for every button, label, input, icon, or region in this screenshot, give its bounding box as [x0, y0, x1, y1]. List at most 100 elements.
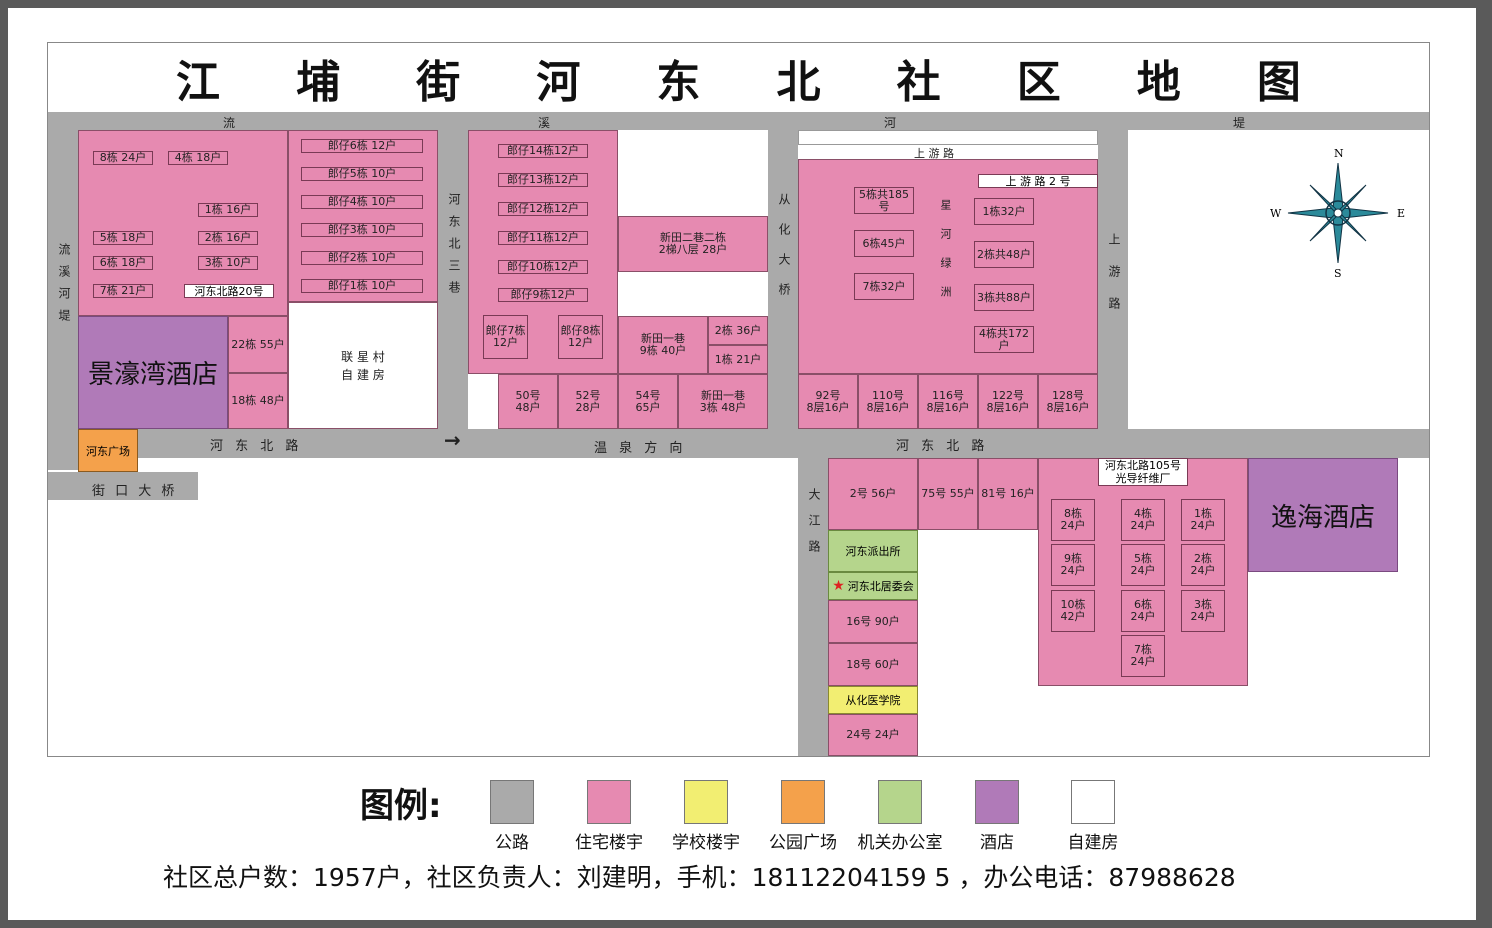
legend-label: 公园广场 [769, 833, 837, 853]
residential-18-label: 18号 60户 [846, 657, 900, 671]
label-wenquan: 温 泉 方 向 [594, 441, 683, 456]
road-liuxi-left [48, 130, 78, 470]
residential-16 [828, 600, 918, 643]
residential-block-langzai-b [468, 130, 618, 374]
building: 郎仔8栋 12户 [558, 315, 603, 359]
compass-e: E [1397, 207, 1405, 220]
building: 7栋 21户 [93, 284, 153, 298]
building: 6栋45户 [854, 230, 914, 257]
compass-n: N [1334, 147, 1344, 160]
building: 郎仔1栋 10户 [301, 279, 423, 293]
legend-swatch-self-built [1071, 780, 1115, 824]
building: 6栋 24户 [1121, 590, 1165, 632]
residential-116-label: 116号 8层16户 [926, 388, 970, 414]
building: 郎仔4栋 10户 [301, 195, 423, 209]
residential-block-langzai-a [288, 130, 438, 302]
residential-24 [828, 714, 918, 756]
road-shangyou-right [1098, 130, 1128, 430]
road-hedong-san [438, 130, 468, 430]
residential-52-label: 52号 28户 [575, 388, 601, 414]
self-built-lianxing [288, 302, 438, 429]
legend-label: 学校楼宇 [672, 833, 740, 853]
building-x2 [708, 316, 768, 345]
building: 郎仔14栋12户 [498, 144, 588, 158]
building: 5栋 18户 [93, 231, 153, 245]
xintian2-label: 新田二巷二栋 2梯八层 28户 [658, 231, 728, 256]
residential-54-label: 54号 65户 [635, 388, 661, 414]
label-xi: 溪 [538, 116, 551, 130]
building-22 [228, 316, 288, 373]
building: 1栋 16户 [198, 203, 258, 217]
label-hedong-san: 河东北三巷 [447, 193, 461, 303]
legend-label: 酒店 [980, 833, 1014, 853]
star-icon: ★ [832, 578, 845, 594]
residential-52 [558, 374, 618, 429]
building: 10栋 42户 [1051, 590, 1095, 632]
committee-label: 河东北居委会 [847, 580, 914, 593]
residential-24-label: 24号 24户 [846, 728, 900, 741]
building: 3栋共88户 [974, 284, 1034, 311]
legend-label: 住宅楼宇 [575, 833, 643, 853]
road-shangyou-top [798, 130, 1098, 145]
residents-committee: ★ 河东北居委会 [828, 572, 918, 600]
legend-label: 机关办公室 [857, 833, 943, 853]
residential-128 [1038, 374, 1098, 429]
building: 3栋 10户 [198, 256, 258, 270]
police-station: 河东派出所 [828, 530, 918, 572]
building: 郎仔2栋 10户 [301, 251, 423, 265]
legend-swatch-park [781, 780, 825, 824]
residential-110 [858, 374, 918, 429]
building: 1栋 24户 [1181, 499, 1225, 541]
building: 郎仔3栋 10户 [301, 223, 423, 237]
residential-xintian1b-label: 新田一巷 3栋 48户 [699, 388, 747, 414]
residential-xintian2 [618, 216, 768, 272]
label-liu: 流 [223, 116, 236, 130]
building: 郎仔5栋 10户 [301, 167, 423, 181]
residential-75-label: 75号 55户 [921, 487, 975, 500]
residential-75 [918, 458, 978, 530]
building: 4栋 18户 [168, 151, 228, 165]
residential-xinghe [798, 159, 1098, 374]
building: 郎仔11栋12户 [498, 231, 588, 245]
residential-50 [498, 374, 558, 429]
building: 7栋 24户 [1121, 635, 1165, 677]
road-top-river [48, 112, 1429, 130]
building: 4栋 24户 [1121, 499, 1165, 541]
road-dajiang [798, 458, 828, 756]
community-map: 江埔街河东北社区地图 流 溪 河 堤 流溪河堤 河东北三巷 从化大桥 上游路 上… [47, 42, 1430, 757]
building: 郎仔7栋 12户 [483, 315, 528, 359]
building: 8栋 24户 [93, 151, 153, 165]
building: 7栋32户 [854, 273, 914, 300]
xinghe-name: 星河绿洲 [939, 199, 952, 315]
label-hedongbei-right: 河 东 北 路 [896, 439, 985, 454]
residential-92 [798, 374, 858, 429]
label-dajiang: 大江路 [807, 488, 821, 566]
building: 4栋共172户 [974, 326, 1034, 353]
compass-s: S [1334, 267, 1342, 280]
residential-18 [828, 643, 918, 686]
road-jiekou-bridge [48, 472, 198, 500]
residential-81 [978, 458, 1038, 530]
label-shangyou-right: 上游路 [1107, 233, 1121, 329]
residential-122-label: 122号 8层16户 [986, 388, 1030, 414]
label-jiekou-bridge: 街 口 大 桥 [92, 484, 175, 499]
building: 3栋 24户 [1181, 590, 1225, 632]
building: 2栋 16户 [198, 231, 258, 245]
building-18 [228, 373, 288, 429]
residential-16-label: 16号 90户 [846, 614, 900, 628]
residential-xintian1b [678, 374, 768, 429]
address-shangyou2: 上 游 路 2 号 [978, 174, 1098, 188]
residential-128-label: 128号 8层16户 [1046, 388, 1090, 414]
road-hedongbei [48, 429, 1429, 458]
park-hedong: 河东广场 [78, 429, 138, 472]
building: 6栋 18户 [93, 256, 153, 270]
building: 5栋 24户 [1121, 544, 1165, 586]
label-shangyou-top: 上 游 路 [914, 147, 954, 160]
map-title: 江埔街河东北社区地图 [176, 56, 1301, 108]
residential-92-label: 92号 8层16户 [806, 388, 850, 414]
building: 8栋 24户 [1051, 499, 1095, 541]
school-conghua-medical: 从化医学院 [828, 686, 918, 714]
building: 2栋共48户 [974, 241, 1034, 268]
residential-xintian1a [618, 316, 708, 374]
label-di: 堤 [1233, 116, 1246, 130]
